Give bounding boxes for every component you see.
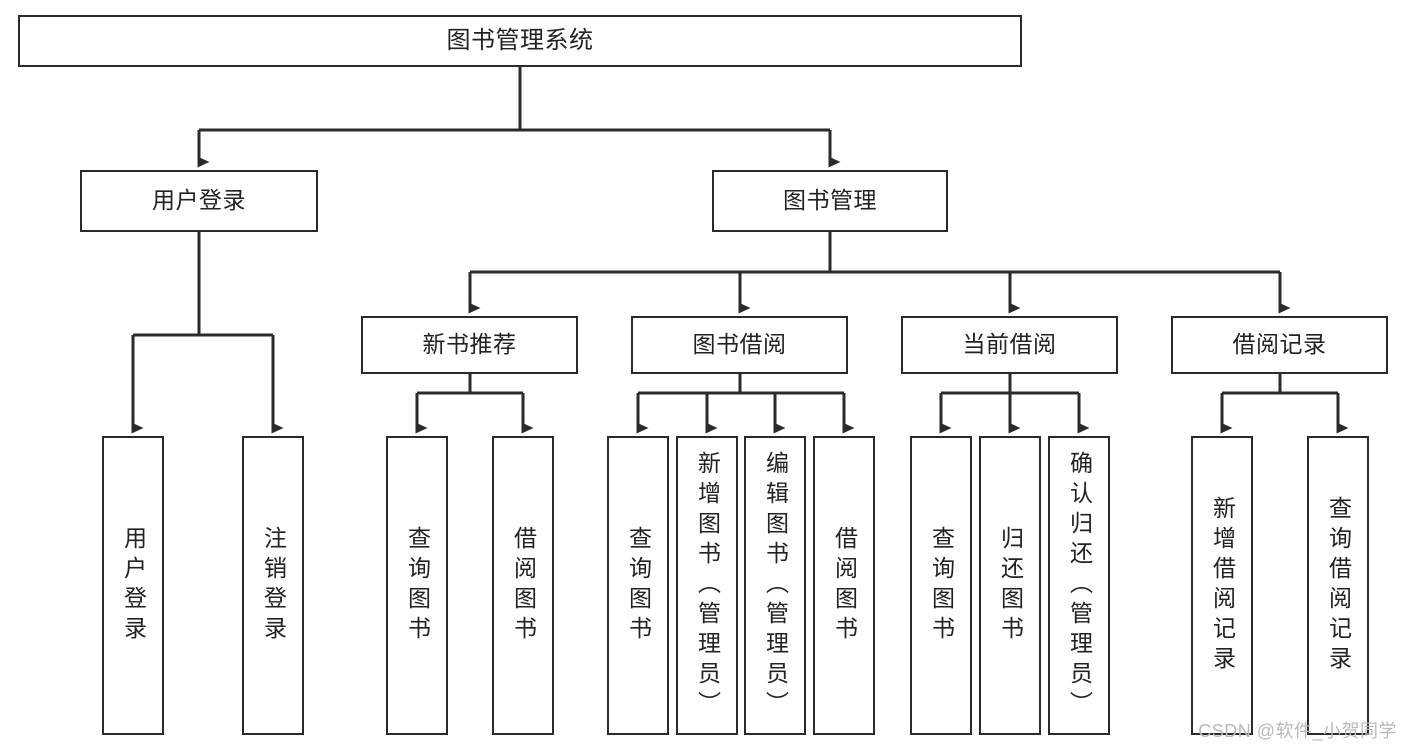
leaf-book-borrow-borrow[interactable]: 借阅图书: [813, 436, 875, 735]
leaf-borrow-record-add[interactable]: 新增借阅记录: [1191, 436, 1253, 735]
node-label: 确认归还（管理员）: [1066, 450, 1093, 721]
node-label: 借阅记录: [1232, 331, 1327, 358]
node-label: 新书推荐: [422, 331, 517, 358]
node-label: 当前借阅: [962, 331, 1057, 358]
node-book-management[interactable]: 图书管理: [712, 170, 948, 232]
csdn-watermark: CSDN @软件_小贺同学: [1198, 721, 1397, 741]
node-label: 借阅图书: [831, 525, 858, 646]
leaf-user-login-logout[interactable]: 注销登录: [242, 436, 304, 735]
node-label: 查询借阅记录: [1325, 495, 1352, 676]
node-label: 图书管理: [783, 187, 877, 214]
node-label: 查询图书: [928, 525, 955, 646]
node-label: 新增图书（管理员）: [694, 450, 721, 721]
leaf-book-borrow-edit[interactable]: 编辑图书（管理员）: [744, 436, 806, 735]
leaf-current-borrow-return[interactable]: 归还图书: [979, 436, 1041, 735]
node-label: 用户登录: [152, 187, 246, 214]
node-label: 编辑图书（管理员）: [762, 450, 789, 721]
leaf-book-borrow-query[interactable]: 查询图书: [607, 436, 669, 735]
node-borrow-record[interactable]: 借阅记录: [1171, 316, 1388, 374]
node-label: 注销登录: [260, 525, 287, 646]
leaf-new-book-query[interactable]: 查询图书: [386, 436, 448, 735]
node-label: 图书借阅: [692, 331, 787, 358]
node-root-system[interactable]: 图书管理系统: [18, 15, 1022, 67]
node-user-login[interactable]: 用户登录: [80, 170, 318, 232]
node-label: 查询图书: [625, 525, 652, 646]
node-label: 新增借阅记录: [1209, 495, 1236, 676]
leaf-new-book-borrow[interactable]: 借阅图书: [492, 436, 554, 735]
leaf-book-borrow-add[interactable]: 新增图书（管理员）: [676, 436, 738, 735]
leaf-borrow-record-query[interactable]: 查询借阅记录: [1307, 436, 1369, 735]
leaf-current-borrow-query[interactable]: 查询图书: [910, 436, 972, 735]
node-new-book-recommend[interactable]: 新书推荐: [361, 316, 578, 374]
leaf-user-login-login[interactable]: 用户登录: [102, 436, 164, 735]
node-label: 用户登录: [120, 525, 147, 646]
leaf-current-borrow-confirm-return[interactable]: 确认归还（管理员）: [1048, 436, 1110, 735]
node-label: 借阅图书: [510, 525, 537, 646]
node-label: 归还图书: [997, 525, 1024, 646]
node-book-borrow[interactable]: 图书借阅: [631, 316, 848, 374]
node-current-borrow[interactable]: 当前借阅: [901, 316, 1118, 374]
node-label: 图书管理系统: [446, 26, 594, 54]
node-label: 查询图书: [404, 525, 431, 646]
